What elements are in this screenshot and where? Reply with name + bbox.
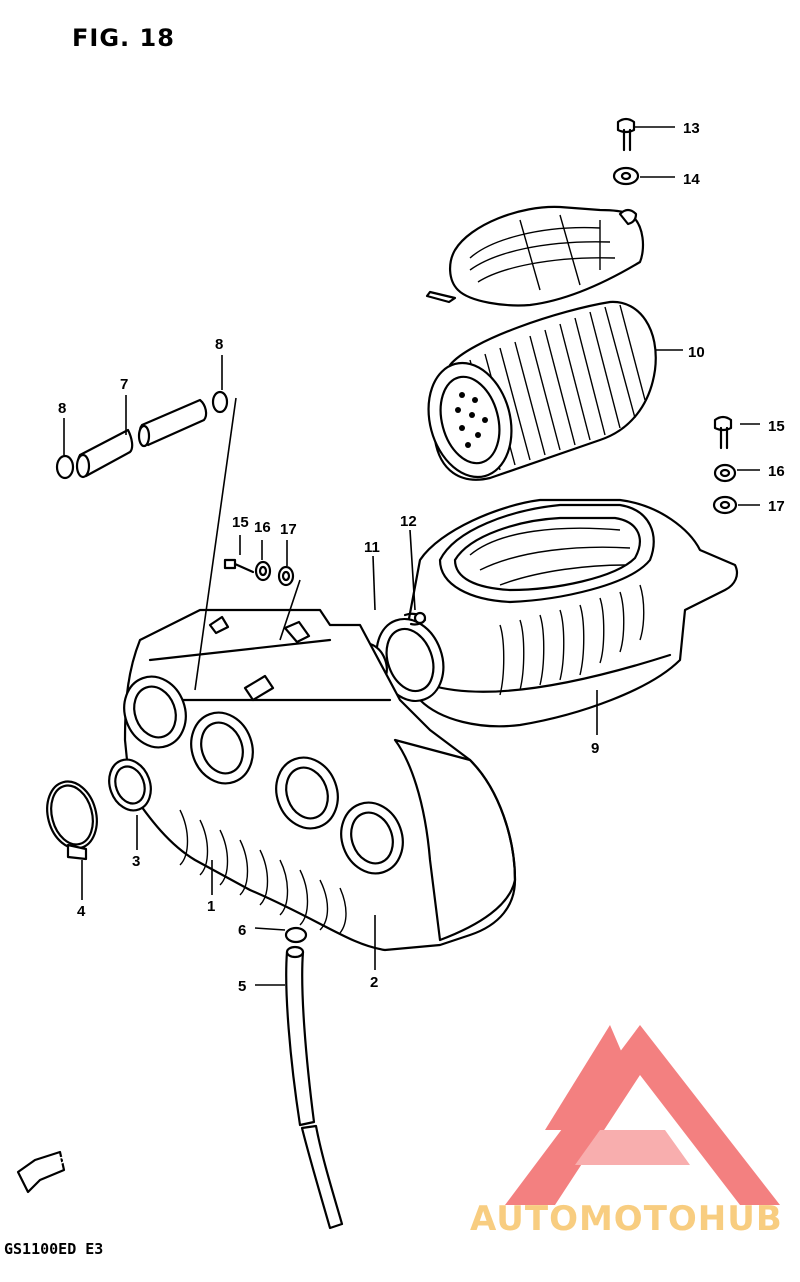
fwd-arrow: FWD <box>16 1150 67 1194</box>
callout-17-right: 17 <box>768 498 785 515</box>
callout-17-left: 17 <box>280 521 297 538</box>
callout-16-left: 16 <box>254 519 271 536</box>
callout-15-right: 15 <box>768 418 785 435</box>
callout-4: 4 <box>77 903 86 920</box>
part-3-ring <box>108 758 152 812</box>
part-9-air-cleaner-case <box>403 498 739 728</box>
callouts: 13 14 10 15 16 17 8 7 8 15 16 17 11 12 9… <box>58 120 785 995</box>
part-5-drain-hose <box>285 945 344 1230</box>
part-7-breather-hose <box>75 398 208 479</box>
part-4-clamp <box>46 780 98 861</box>
figure-title: FIG. 18 <box>72 24 175 52</box>
callout-1: 1 <box>207 898 215 915</box>
callout-7: 7 <box>120 376 128 393</box>
callout-8-top: 8 <box>215 336 223 353</box>
callout-16-right: 16 <box>768 463 785 480</box>
part-15-16-17-left <box>223 558 295 587</box>
callout-14: 14 <box>683 171 700 188</box>
part-8-clip <box>55 390 229 480</box>
callout-10: 10 <box>688 344 705 361</box>
callout-11: 11 <box>364 539 380 556</box>
filter-cover-plate <box>425 205 645 307</box>
part-13-bolt <box>616 117 636 152</box>
model-code: GS1100ED E3 <box>4 1240 104 1258</box>
part-12-clamp-band <box>403 611 427 626</box>
callout-5: 5 <box>238 978 246 995</box>
callout-3: 3 <box>132 853 140 870</box>
callout-13: 13 <box>683 120 700 137</box>
callout-8-left: 8 <box>58 400 66 417</box>
part-6-clip <box>284 926 308 944</box>
callout-6: 6 <box>238 922 246 939</box>
part-10-filter-element <box>427 300 657 481</box>
part-15-16-17-right <box>712 415 738 515</box>
callout-15-left: 15 <box>232 514 249 531</box>
part-1-air-box <box>123 608 517 952</box>
callout-9: 9 <box>591 740 599 757</box>
watermark-logo: AUTOMOTOHUB <box>470 1025 783 1239</box>
leader-lines <box>63 126 760 986</box>
callout-12: 12 <box>400 513 417 530</box>
callout-2: 2 <box>370 974 378 991</box>
watermark-text: AUTOMOTOHUB <box>470 1199 783 1239</box>
part-14-washer <box>612 166 640 186</box>
